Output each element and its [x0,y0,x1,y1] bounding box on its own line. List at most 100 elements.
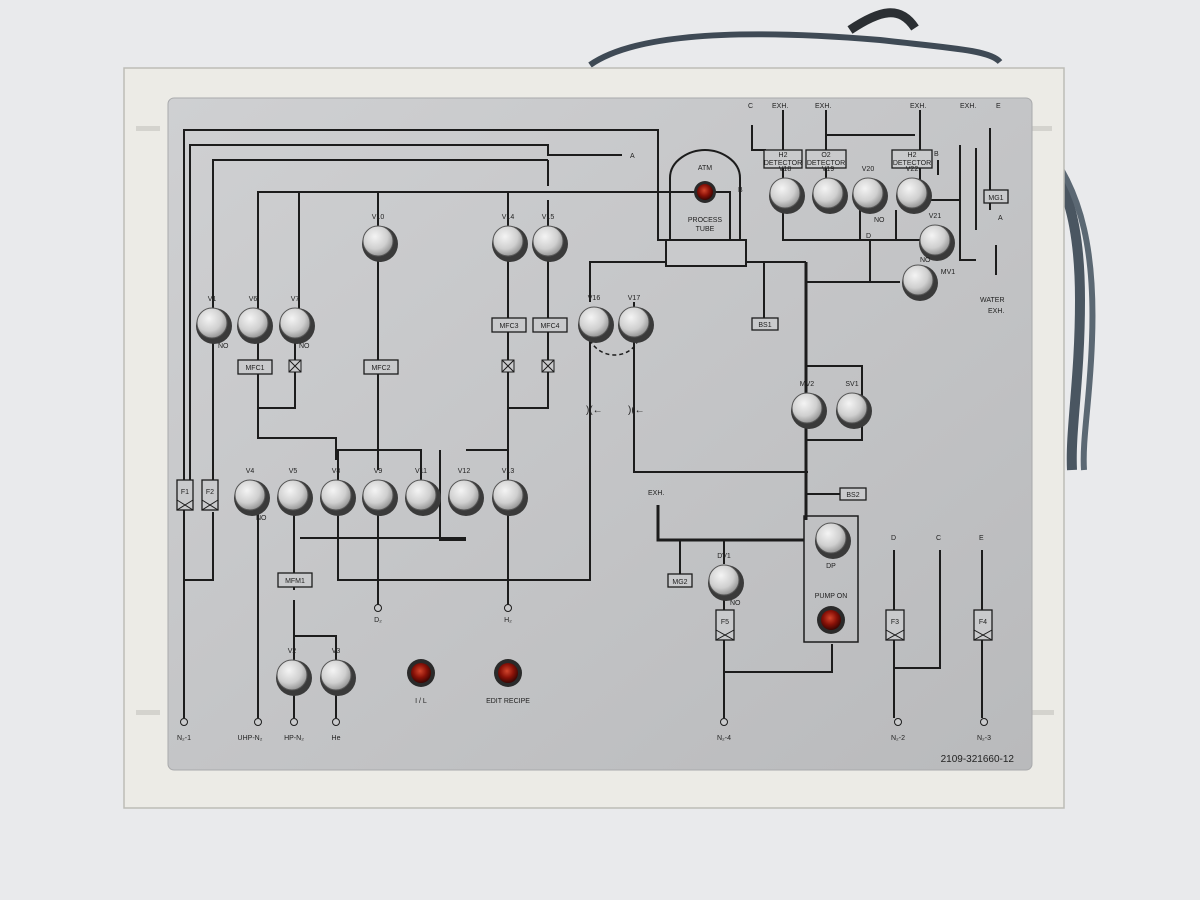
label-a-right: A [998,215,1003,222]
port-n2-3-label: N₂-3 [977,735,991,742]
valve-label-v7: V7 [291,296,300,303]
valve-knob-v12[interactable]: V12 [448,468,484,516]
mg2-label: MG2 [672,579,687,586]
filter-f1-label: F1 [181,489,189,496]
port-he: He [332,718,341,742]
edit-recipe-lamp-label: EDIT RECIPE [486,698,530,705]
label-a-top: A [630,153,635,160]
valve-knob-v22[interactable]: V22 [896,166,932,214]
label-b-right: B [934,151,939,158]
indicator-lamps: I / L EDIT RECIPE PUMP ON [407,181,859,705]
valve-label-v18: V18 [779,166,792,173]
no-label-v4: NO [256,515,267,522]
bs1-box: BS1 [751,317,779,331]
valve-label-v4: V4 [246,468,255,475]
normally-open-labels: NO NO NO NO NO NO [218,217,931,607]
valve-knob-v13[interactable]: V13 [492,468,528,516]
valve-knob-sv1[interactable]: SV1 [836,381,872,429]
mfc4-box: MFC4 [532,317,568,333]
pump-on-label: PUMP ON [815,593,848,600]
part-number: 2109-321660-12 [941,754,1015,765]
valve-knob-dv1[interactable]: DV1 [708,553,744,601]
valve-label-v12: V12 [458,468,471,475]
process-tube: ATM PROCESS TUBE [665,148,747,267]
h2-detector-1: H2 DETECTOR [763,149,803,169]
valve-knob-v21[interactable]: V21 [919,213,955,261]
filter-f5-label: F5 [721,619,729,626]
valve-label-v15: V15 [542,214,555,221]
valve-knob-v1[interactable]: V1 [196,296,232,344]
no-label-v7: NO [299,343,310,350]
check-valve-symbols [288,359,555,373]
edit-recipe-lamp: EDIT RECIPE [486,659,530,705]
valve-label-v1: V1 [208,296,217,303]
filter-f4-label: F4 [979,619,987,626]
valve-knob-v4[interactable]: V4 [234,468,270,516]
valve-knob-mv2[interactable]: MV2 [791,381,827,429]
h2-detector-2-line2: DETECTOR [893,160,931,167]
restrictor-2: )(← [628,405,645,416]
h2-detector-1-line1: H2 [779,152,788,159]
valve-label-dv1: DV1 [717,553,731,560]
mfc4-label: MFC4 [540,323,559,330]
h2-detector-2: H2 DETECTOR [891,149,933,169]
mfc3-box: MFC3 [491,317,527,333]
valve-knob-v16[interactable]: V16 [578,295,614,343]
valve-label-dp: DP [826,563,836,570]
valve-label-v21: V21 [929,213,942,220]
valve-label-v19: V19 [822,166,835,173]
label-exh-2: EXH. [815,103,831,110]
valve-knob-v17[interactable]: V17 [618,295,654,343]
mfc2-label: MFC2 [371,365,390,372]
valve-knob-v10[interactable]: V10 [362,214,398,262]
port-uhp-n2-label: UHP-N₂ [238,735,263,742]
valve-knob-v14[interactable]: V14 [492,214,528,262]
atm-label: ATM [698,165,712,172]
valve-knob-dp[interactable]: DP [815,522,851,570]
piping-diagram [183,110,997,718]
o2-detector: O2 DETECTOR [805,149,847,169]
pump-on-lamp: PUMP ON [803,515,859,643]
valve-knob-v5[interactable]: V5 [277,468,313,516]
valve-label-v9: V9 [374,468,383,475]
port-n2-1-label: N₂-1 [177,735,191,742]
valve-knob-v6[interactable]: V6 [237,296,273,344]
o2-detector-line1: O2 [821,152,830,159]
valve-knob-v9[interactable]: V9 [362,468,398,516]
atm-lamp [694,181,716,203]
il-lamp: I / L [407,659,435,705]
process-tube-line1: PROCESS [688,217,723,224]
port-d2-label: D₂ [374,617,382,624]
no-label-v20: NO [874,217,885,224]
valve-knob-v7[interactable]: V7 [279,296,315,344]
valve-label-v3: V3 [332,648,341,655]
bs1-label: BS1 [758,322,771,329]
valve-knob-v2[interactable]: V2 [276,648,312,696]
valve-knob-v8[interactable]: V8 [320,468,356,516]
mfc1-label: MFC1 [245,365,264,372]
port-uhp-n2: UHP-N₂ [238,718,263,742]
port-n2-2: N₂-2 [891,718,905,742]
h2-detector-2-line1: H2 [908,152,917,159]
valve-knob-v11[interactable]: V11 [405,468,441,516]
mg1-label: MG1 [988,195,1003,202]
port-h2-label: H₂ [504,617,512,624]
restrictor-1: )(← [586,405,603,416]
valve-knob-v15[interactable]: V15 [532,214,568,262]
valve-label-v13: V13 [502,468,515,475]
valve-label-mv2: MV2 [800,381,815,388]
line-endpoint-labels: A A B B C C D D E E EXH. EXH. EXH. EXH. … [630,103,1005,542]
valve-knob-v3[interactable]: V3 [320,648,356,696]
mfm1-label: MFM1 [285,578,305,585]
port-n2-4-label: N₂-4 [717,735,731,742]
valve-knob-mv1[interactable]: MV1 [902,264,955,301]
valve-label-v14: V14 [502,214,515,221]
valve-label-v2: V2 [288,648,297,655]
valve-knob-v18[interactable]: V18 [769,166,805,214]
valve-knob-v20[interactable]: V20 [852,166,888,214]
valve-knob-v19[interactable]: V19 [812,166,848,214]
mfm1-box: MFM1 [277,572,313,588]
instrument-boxes: MFC1 MFC2 MFC3 MFC4 MFM1 BS1 BS2 MG1 MG2… [237,189,1009,588]
